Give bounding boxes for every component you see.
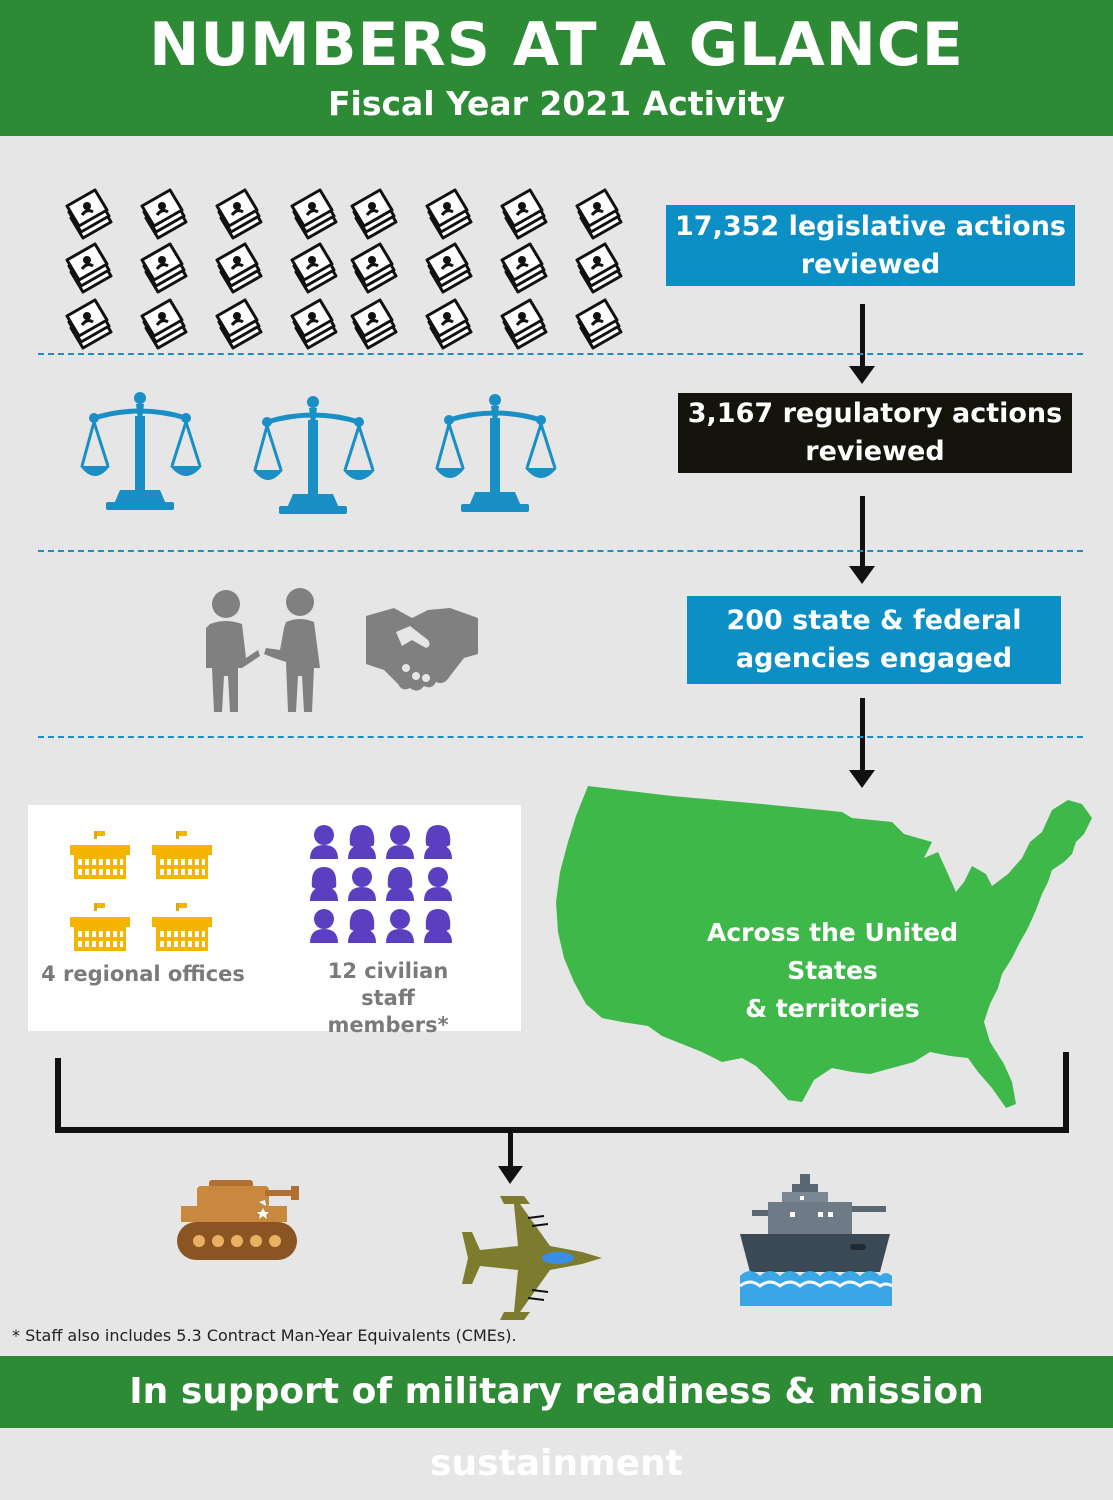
ship-icon	[739, 1174, 893, 1306]
usa-map-icon	[556, 786, 1092, 1108]
agencies-line2: agencies engaged	[735, 643, 1013, 674]
page-subtitle: Fiscal Year 2021 Activity	[327, 84, 786, 123]
regulatory-line2: reviewed	[805, 436, 945, 467]
offices-staff-panel: 4 regional offices 12 civilian staff mem…	[28, 805, 521, 1037]
agencies-engaged-box: 200 state & federal agencies engaged	[687, 596, 1061, 684]
map-label: Across the United States & territories	[660, 914, 1005, 1028]
document-icon	[65, 188, 623, 350]
footer-strip	[0, 1428, 1113, 1440]
staff-icons-grid	[310, 825, 452, 943]
footer-banner: In support of military readiness & missi…	[0, 1356, 1113, 1484]
document-icons-grid	[65, 188, 623, 350]
divider-3	[38, 736, 1083, 738]
page-title: NUMBERS AT A GLANCE	[149, 10, 964, 80]
tank-icon	[177, 1180, 299, 1260]
offices-label: 4 regional offices	[41, 962, 245, 986]
legislative-line1: 17,352 legislative actions	[675, 210, 1066, 242]
legislative-line2: reviewed	[800, 248, 941, 280]
footnote: * Staff also includes 5.3 Contract Man-Y…	[12, 1326, 517, 1345]
arrow-down-icon	[849, 496, 875, 584]
agencies-line1: 200 state & federal	[726, 605, 1022, 636]
arrow-down-icon	[849, 698, 875, 788]
bracket-connector	[55, 1052, 1069, 1184]
divider-2	[38, 550, 1083, 552]
scales-icons-row	[75, 388, 565, 520]
legislative-actions-box: 17,352 legislative actions reviewed	[666, 205, 1075, 286]
staff-line2: members*	[327, 1013, 449, 1037]
building-icons-grid	[70, 831, 212, 951]
handshake-icon	[366, 608, 478, 691]
header-banner: NUMBERS AT A GLANCE Fiscal Year 2021 Act…	[0, 0, 1113, 136]
people-icon	[206, 588, 320, 712]
map-line2: & territories	[745, 994, 920, 1023]
regulatory-actions-box: 3,167 regulatory actions reviewed	[678, 393, 1072, 473]
person-icon	[310, 825, 452, 943]
arrow-down-icon	[849, 304, 875, 384]
map-line1: Across the United States	[706, 918, 958, 985]
regulatory-line1: 3,167 regulatory actions	[687, 398, 1063, 429]
staff-line1: 12 civilian staff	[327, 959, 449, 1010]
jet-icon	[462, 1196, 602, 1320]
divider-1	[38, 353, 1083, 355]
building-icon	[70, 831, 212, 951]
staff-label: 12 civilian staff members*	[298, 958, 478, 1039]
